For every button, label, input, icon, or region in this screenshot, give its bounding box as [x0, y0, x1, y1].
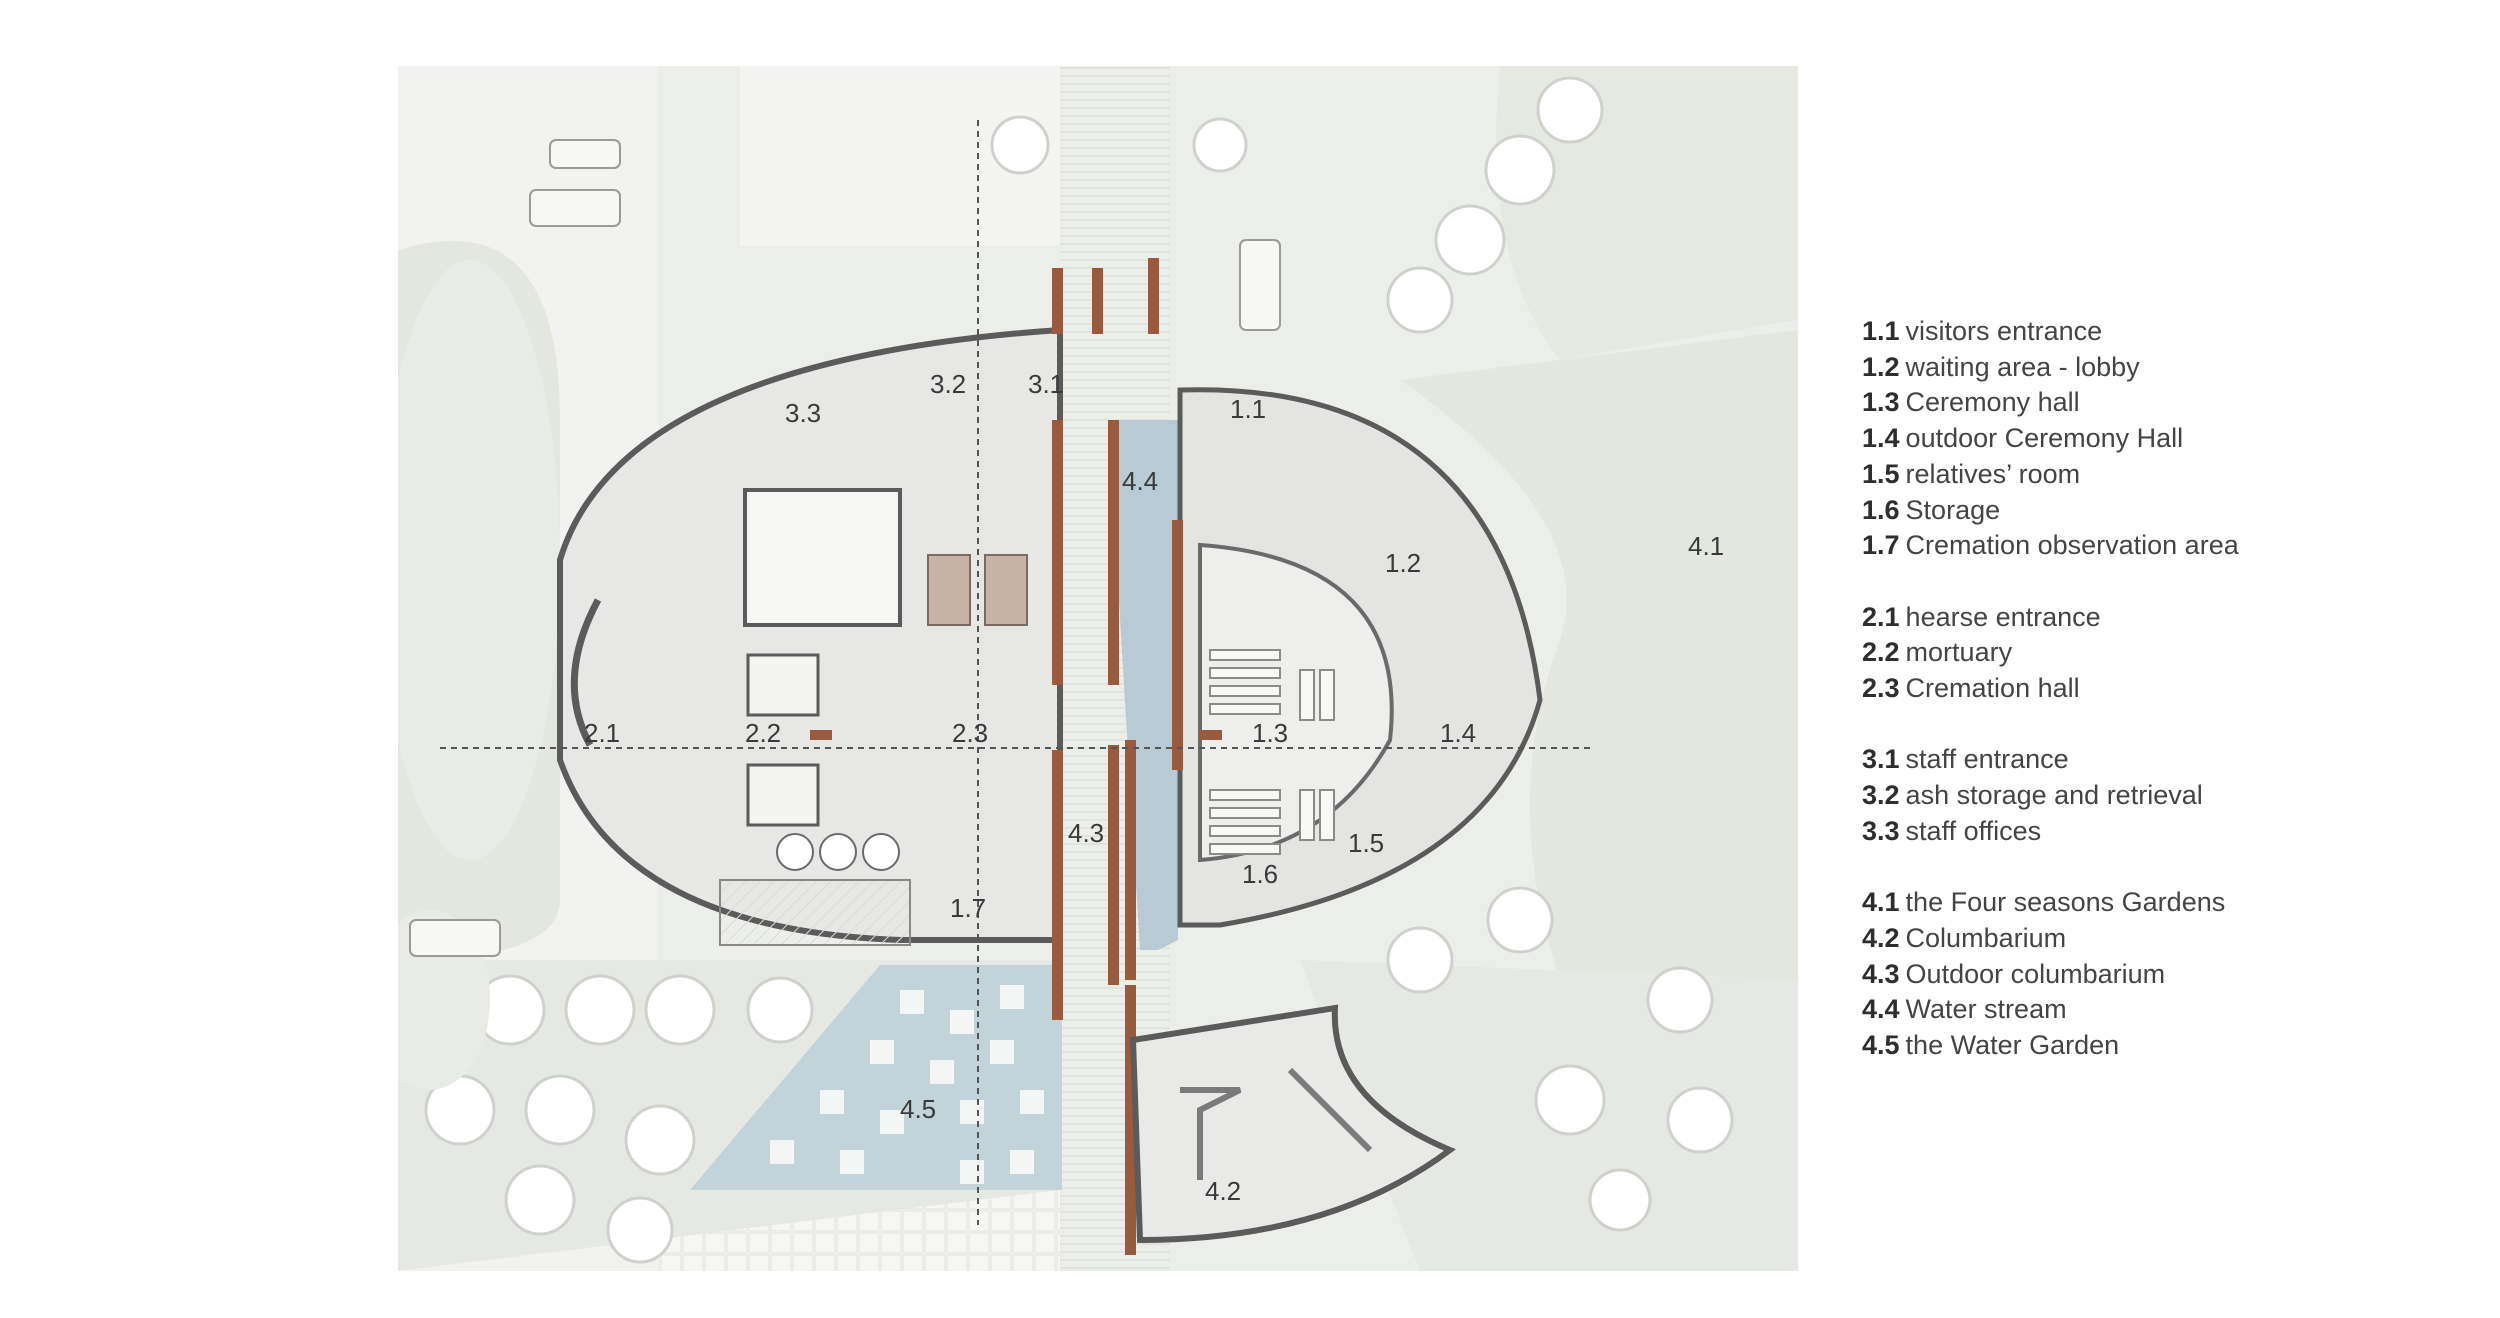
brick-wall [1125, 985, 1136, 1255]
brick-wall [1200, 730, 1222, 740]
east-garden-lawn [1400, 330, 1798, 1000]
tree [606, 1196, 674, 1264]
tree [644, 974, 716, 1046]
brick-wall [1148, 258, 1159, 334]
tree [564, 974, 636, 1046]
ceremony-hall-seating [1209, 649, 1335, 855]
label-1-7: 1.7 [950, 893, 986, 923]
label-1-1: 1.1 [1230, 394, 1266, 424]
brick-wall [1052, 750, 1063, 1020]
brick-wall [1092, 268, 1103, 334]
trees [398, 76, 1734, 1264]
tree [1192, 117, 1248, 173]
columbarium-niche-wall [1180, 1087, 1242, 1180]
hearse-entrance-wall [570, 598, 602, 747]
label-1-6: 1.6 [1242, 859, 1278, 889]
tree [1646, 966, 1714, 1034]
label-1-3: 1.3 [1252, 718, 1288, 748]
car [549, 139, 621, 169]
mortuary-cold-storage [746, 763, 820, 827]
tree [1666, 1086, 1734, 1154]
mortuary-cold-storage [746, 653, 820, 717]
label-1-4: 1.4 [1440, 718, 1476, 748]
tree [1434, 204, 1506, 276]
brick-wall [1108, 420, 1119, 685]
car [409, 919, 501, 957]
cremation-ovens [984, 554, 1028, 626]
tree [1536, 76, 1604, 144]
brick-wall [1052, 268, 1063, 334]
columbarium-niche-wall [1287, 1067, 1373, 1153]
label-2-2: 2.2 [745, 718, 781, 748]
tree [1386, 266, 1454, 334]
label-3-2: 3.2 [930, 369, 966, 399]
label-1-5: 1.5 [1348, 828, 1384, 858]
label-2-3: 2.3 [952, 718, 988, 748]
columbarium [1129, 1004, 1457, 1244]
courtyard [743, 488, 902, 627]
label-4-1: 4.1 [1688, 531, 1724, 561]
tree [504, 1164, 576, 1236]
tree [746, 976, 814, 1044]
brick-wall [1108, 745, 1119, 985]
label-1-2: 1.2 [1385, 548, 1421, 578]
tree [1484, 134, 1556, 206]
tree [1486, 886, 1554, 954]
parked-cars [409, 139, 1281, 957]
ash-vessels [776, 833, 900, 871]
tree [524, 1074, 596, 1146]
brick-wall [1125, 740, 1136, 980]
label-4-5: 4.5 [900, 1094, 936, 1124]
tree [990, 115, 1050, 175]
water-stream [1108, 420, 1178, 950]
label-4-3: 4.3 [1068, 818, 1104, 848]
label-3-3: 3.3 [785, 398, 821, 428]
section-lines [440, 120, 1595, 1225]
label-2-1: 2.1 [584, 718, 620, 748]
water-garden-stepping-stones [770, 985, 1044, 1184]
car [529, 189, 621, 227]
observation-area [719, 879, 911, 946]
tree [1534, 1064, 1606, 1136]
brick-wall [1172, 520, 1183, 770]
label-3-1: 3.1 [1028, 369, 1064, 399]
label-4-2: 4.2 [1205, 1176, 1241, 1206]
brick-wall [810, 730, 832, 740]
brick-walls [810, 258, 1222, 1255]
brick-wall [1052, 420, 1063, 685]
tree [1386, 926, 1454, 994]
cremation-ovens [927, 554, 971, 626]
tree [1588, 1168, 1652, 1232]
car [1239, 239, 1281, 331]
label-4-4: 4.4 [1122, 466, 1158, 496]
tree [624, 1104, 696, 1176]
